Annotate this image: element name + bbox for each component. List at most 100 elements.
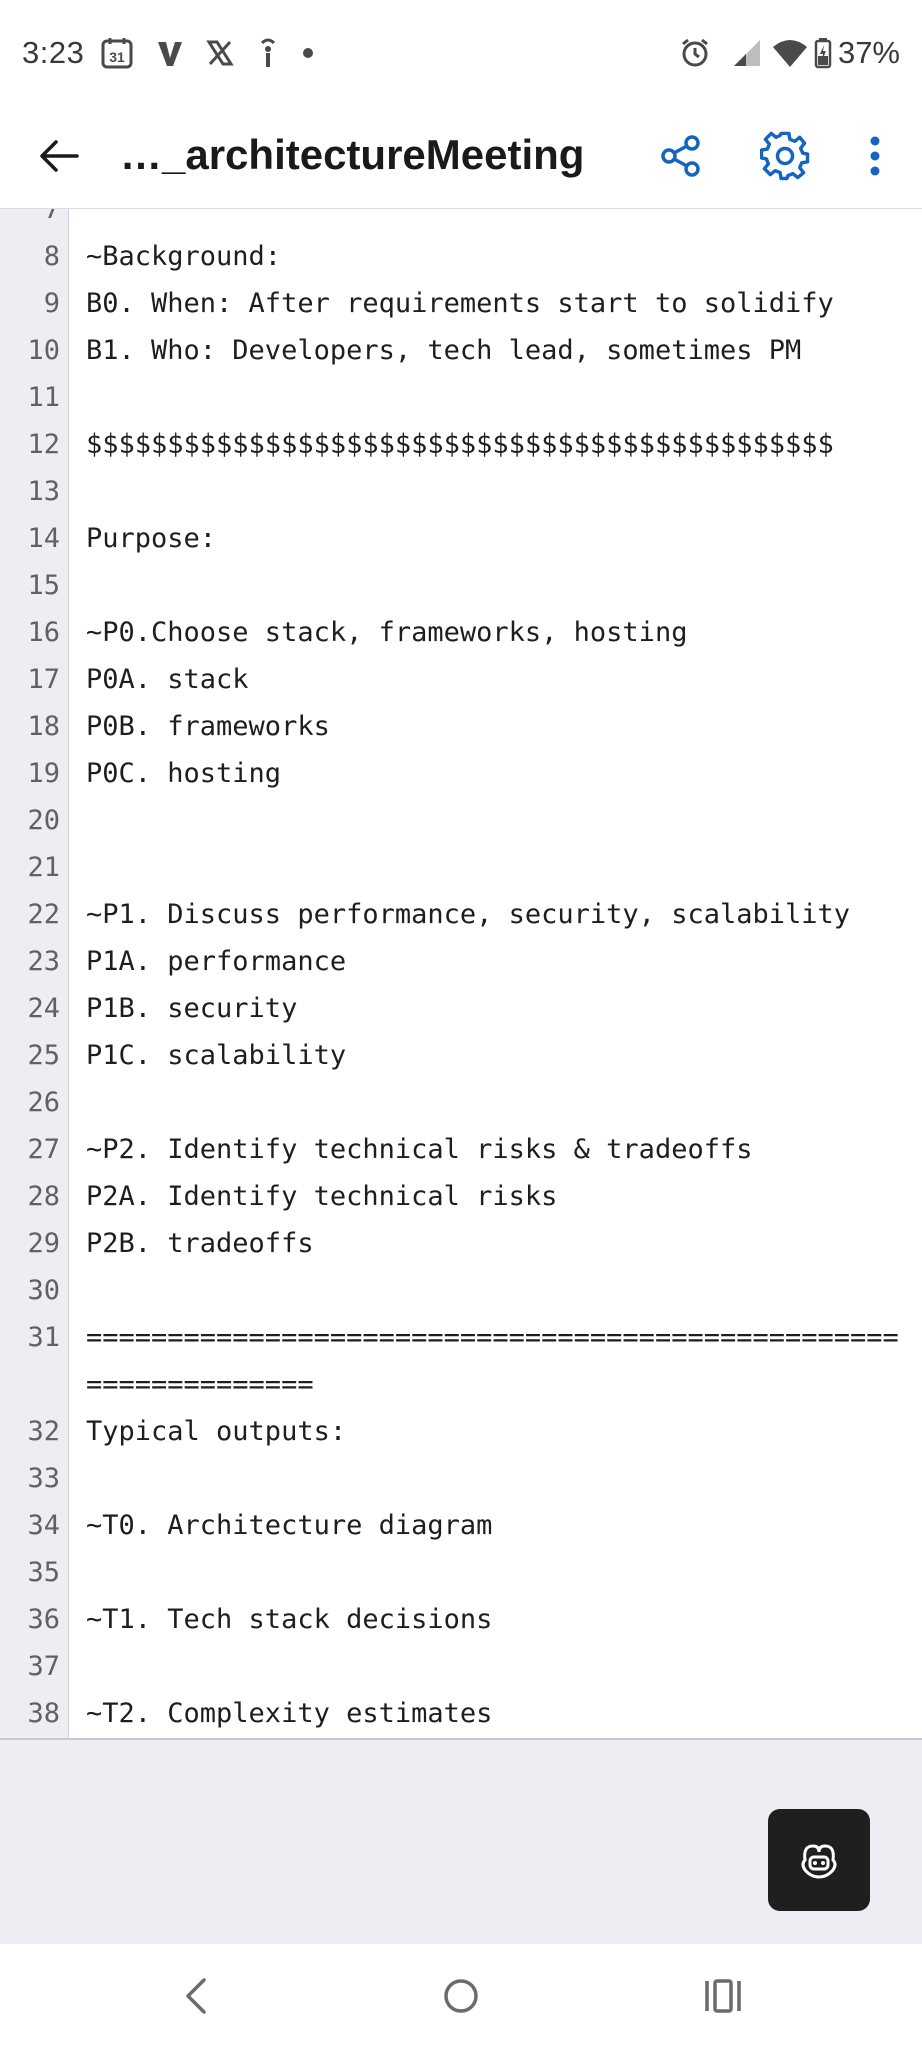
line-text[interactable]: ========================================… [86, 1322, 899, 1400]
nav-recents-button[interactable] [693, 1966, 753, 2026]
status-bar: 3:23 31 [0, 0, 922, 104]
share-icon [661, 135, 700, 177]
line-text[interactable]: P2B. tradeoffs [86, 1228, 314, 1259]
editor-line[interactable]: 21 [0, 844, 922, 891]
line-number: 26 [27, 1087, 60, 1118]
line-text[interactable]: P1B. security [86, 993, 298, 1024]
editor-line[interactable]: 10 B1. Who: Developers, tech lead, someti… [0, 327, 922, 374]
editor-line[interactable]: 15 [0, 562, 922, 609]
editor-line[interactable]: 14 Purpose: [0, 515, 922, 562]
signal-icon [732, 38, 762, 68]
editor-line[interactable]: 26 [0, 1079, 922, 1126]
line-number: 20 [27, 805, 60, 836]
line-text[interactable]: ~P2. Identify technical risks & tradeoff… [86, 1134, 753, 1165]
line-number: 31 [27, 1322, 60, 1353]
line-text[interactable]: P1C. scalability [86, 1040, 347, 1071]
line-text[interactable]: ~P1. Discuss performance, security, scal… [86, 899, 851, 930]
line-number: 21 [27, 852, 60, 883]
document-title: …_architectureMeeting [120, 131, 585, 178]
editor-line[interactable]: 33 [0, 1455, 922, 1502]
back-button[interactable] [34, 131, 84, 181]
nav-home-button[interactable] [431, 1966, 491, 2026]
line-text[interactable]: Typical outputs: [86, 1416, 347, 1447]
editor-line[interactable]: 38 ~T2. Complexity estimates [0, 1690, 922, 1737]
line-text[interactable]: ~T1. Tech stack decisions [86, 1604, 493, 1635]
settings-button[interactable] [755, 126, 815, 186]
line-text[interactable]: Purpose: [86, 523, 217, 554]
editor-line[interactable]: 35 [0, 1549, 922, 1596]
line-number: 15 [27, 570, 60, 601]
line-text[interactable]: ~Background: [86, 241, 282, 272]
line-text[interactable]: ~P0.Choose stack, frameworks, hosting [86, 617, 688, 648]
line-text[interactable]: P0C. hosting [86, 758, 282, 789]
editor-line[interactable]: 31 ======================================… [0, 1314, 922, 1408]
wifi-icon [772, 38, 808, 68]
line-text[interactable]: $$$$$$$$$$$$$$$$$$$$$$$$$$$$$$$$$$$$$$$$… [86, 429, 834, 460]
editor-line[interactable]: 28 P2A. Identify technical risks [0, 1173, 922, 1220]
line-number: 32 [27, 1416, 60, 1447]
line-number: 35 [27, 1557, 60, 1588]
more-options-button[interactable] [845, 126, 905, 186]
nav-recents-icon [705, 1979, 741, 2013]
editor-line[interactable]: 32 Typical outputs: [0, 1408, 922, 1455]
line-number: 37 [27, 1651, 60, 1682]
editor-line[interactable]: 22 ~P1. Discuss performance, security, sc… [0, 891, 922, 938]
line-text[interactable]: P0B. frameworks [86, 711, 330, 742]
line-number-gutter [0, 209, 69, 1738]
editor-line[interactable]: 24 P1B. security [0, 985, 922, 1032]
line-number: 10 [27, 335, 60, 366]
editor-line[interactable]: 16~P0.Choose stack, frameworks, hosting [0, 609, 922, 656]
line-number: 14 [27, 523, 60, 554]
editor-line[interactable]: 18 P0B. frameworks [0, 703, 922, 750]
line-number: 19 [27, 758, 60, 789]
editor-line[interactable]: 36~T1. Tech stack decisions [0, 1596, 922, 1643]
assistant-icon [801, 1844, 837, 1879]
nav-back-button[interactable] [166, 1966, 226, 2026]
calendar-icon: 31 [100, 36, 134, 70]
line-number: 22 [27, 899, 60, 930]
battery-percent: 37% [837, 35, 900, 70]
editor-line[interactable]: 7 [0, 208, 922, 233]
line-number: 24 [27, 993, 60, 1024]
editor-line[interactable]: 29 P2B. tradeoffs [0, 1220, 922, 1267]
editor-line[interactable]: 27~P2. Identify technical risks & tradeo… [0, 1126, 922, 1173]
editor-line[interactable]: 8~Background: [0, 233, 922, 280]
editor-line[interactable]: 34~T0. Architecture diagram [0, 1502, 922, 1549]
line-number: 30 [27, 1275, 60, 1306]
line-text[interactable]: P1A. performance [86, 946, 347, 977]
line-text[interactable]: P2A. Identify technical risks [86, 1181, 558, 1212]
editor-line[interactable]: 12$$$$$$$$$$$$$$$$$$$$$$$$$$$$$$$$$$$$$$… [0, 421, 922, 468]
editor-line[interactable]: 11 [0, 374, 922, 421]
line-number: 13 [27, 476, 60, 507]
alarm-icon [680, 38, 710, 68]
editor-line[interactable]: 30 [0, 1267, 922, 1314]
gear-icon [760, 131, 810, 181]
app-bar: …_architectureMeeting [0, 104, 922, 208]
editor-line[interactable]: 20 [0, 797, 922, 844]
line-text[interactable]: B0. When: After requirements start to so… [86, 288, 834, 319]
editor-line[interactable]: 19 P0C. hosting [0, 750, 922, 797]
line-text[interactable]: ~T0. Architecture diagram [86, 1510, 493, 1541]
calendar-day: 31 [110, 49, 126, 65]
line-number: 38 [27, 1698, 60, 1729]
notification-icon [256, 37, 280, 69]
line-number: 7 [43, 208, 60, 225]
editor-line[interactable]: 37 [0, 1643, 922, 1690]
line-number: 11 [27, 382, 60, 413]
line-text[interactable]: B1. Who: Developers, tech lead, sometime… [86, 335, 802, 366]
line-number: 29 [27, 1228, 60, 1259]
line-text[interactable]: ~T2. Complexity estimates [86, 1698, 493, 1729]
line-number: 28 [27, 1181, 60, 1212]
share-button[interactable] [651, 126, 711, 186]
editor-line[interactable]: 13 [0, 468, 922, 515]
assistant-button[interactable] [768, 1809, 870, 1911]
status-right: 37% [680, 33, 900, 73]
line-text[interactable]: P0A. stack [86, 664, 249, 695]
line-number: 18 [27, 711, 60, 742]
